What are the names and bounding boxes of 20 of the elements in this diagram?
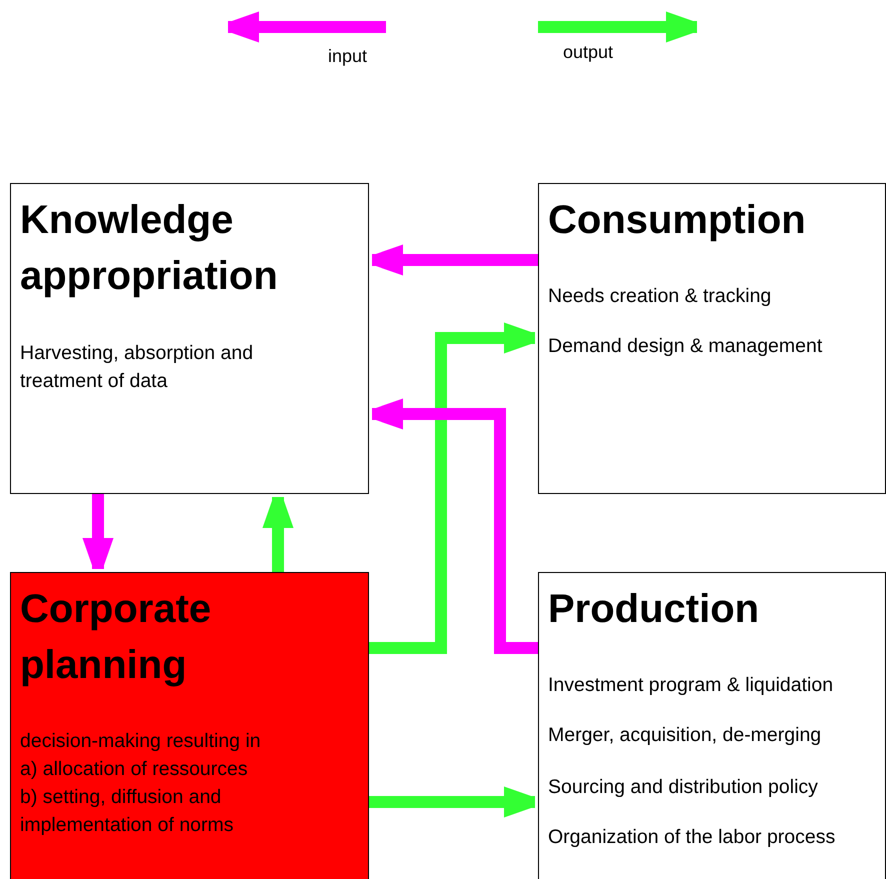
box-heading: Production	[548, 586, 760, 633]
box-heading: Knowledge appropriation	[20, 197, 279, 300]
box-text: Needs creation & tracking	[548, 284, 772, 309]
process-box	[538, 572, 886, 879]
box-text: Merger, acquisition, de-merging	[548, 723, 822, 748]
box-text: b) setting, diffusion and implementation of norms	[20, 785, 235, 838]
box-text: Sourcing and distribution policy	[548, 775, 819, 800]
box-text: Demand design & management	[548, 334, 824, 359]
box-text: Investment program & liquidation	[548, 673, 834, 698]
legend-label: output	[563, 42, 614, 63]
box-text: Organization of the labor process	[548, 825, 836, 850]
box-text: decision-making resulting in	[20, 729, 262, 754]
box-text: a) allocation of ressources	[20, 757, 249, 782]
box-heading: Consumption	[548, 197, 807, 244]
box-heading: Corporate planning	[20, 586, 212, 689]
process-box	[10, 572, 369, 879]
process-box	[10, 183, 369, 494]
box-text: Harvesting, absorption and treatment of data	[20, 341, 254, 394]
legend-label: input	[328, 46, 368, 67]
process-box	[538, 183, 886, 494]
